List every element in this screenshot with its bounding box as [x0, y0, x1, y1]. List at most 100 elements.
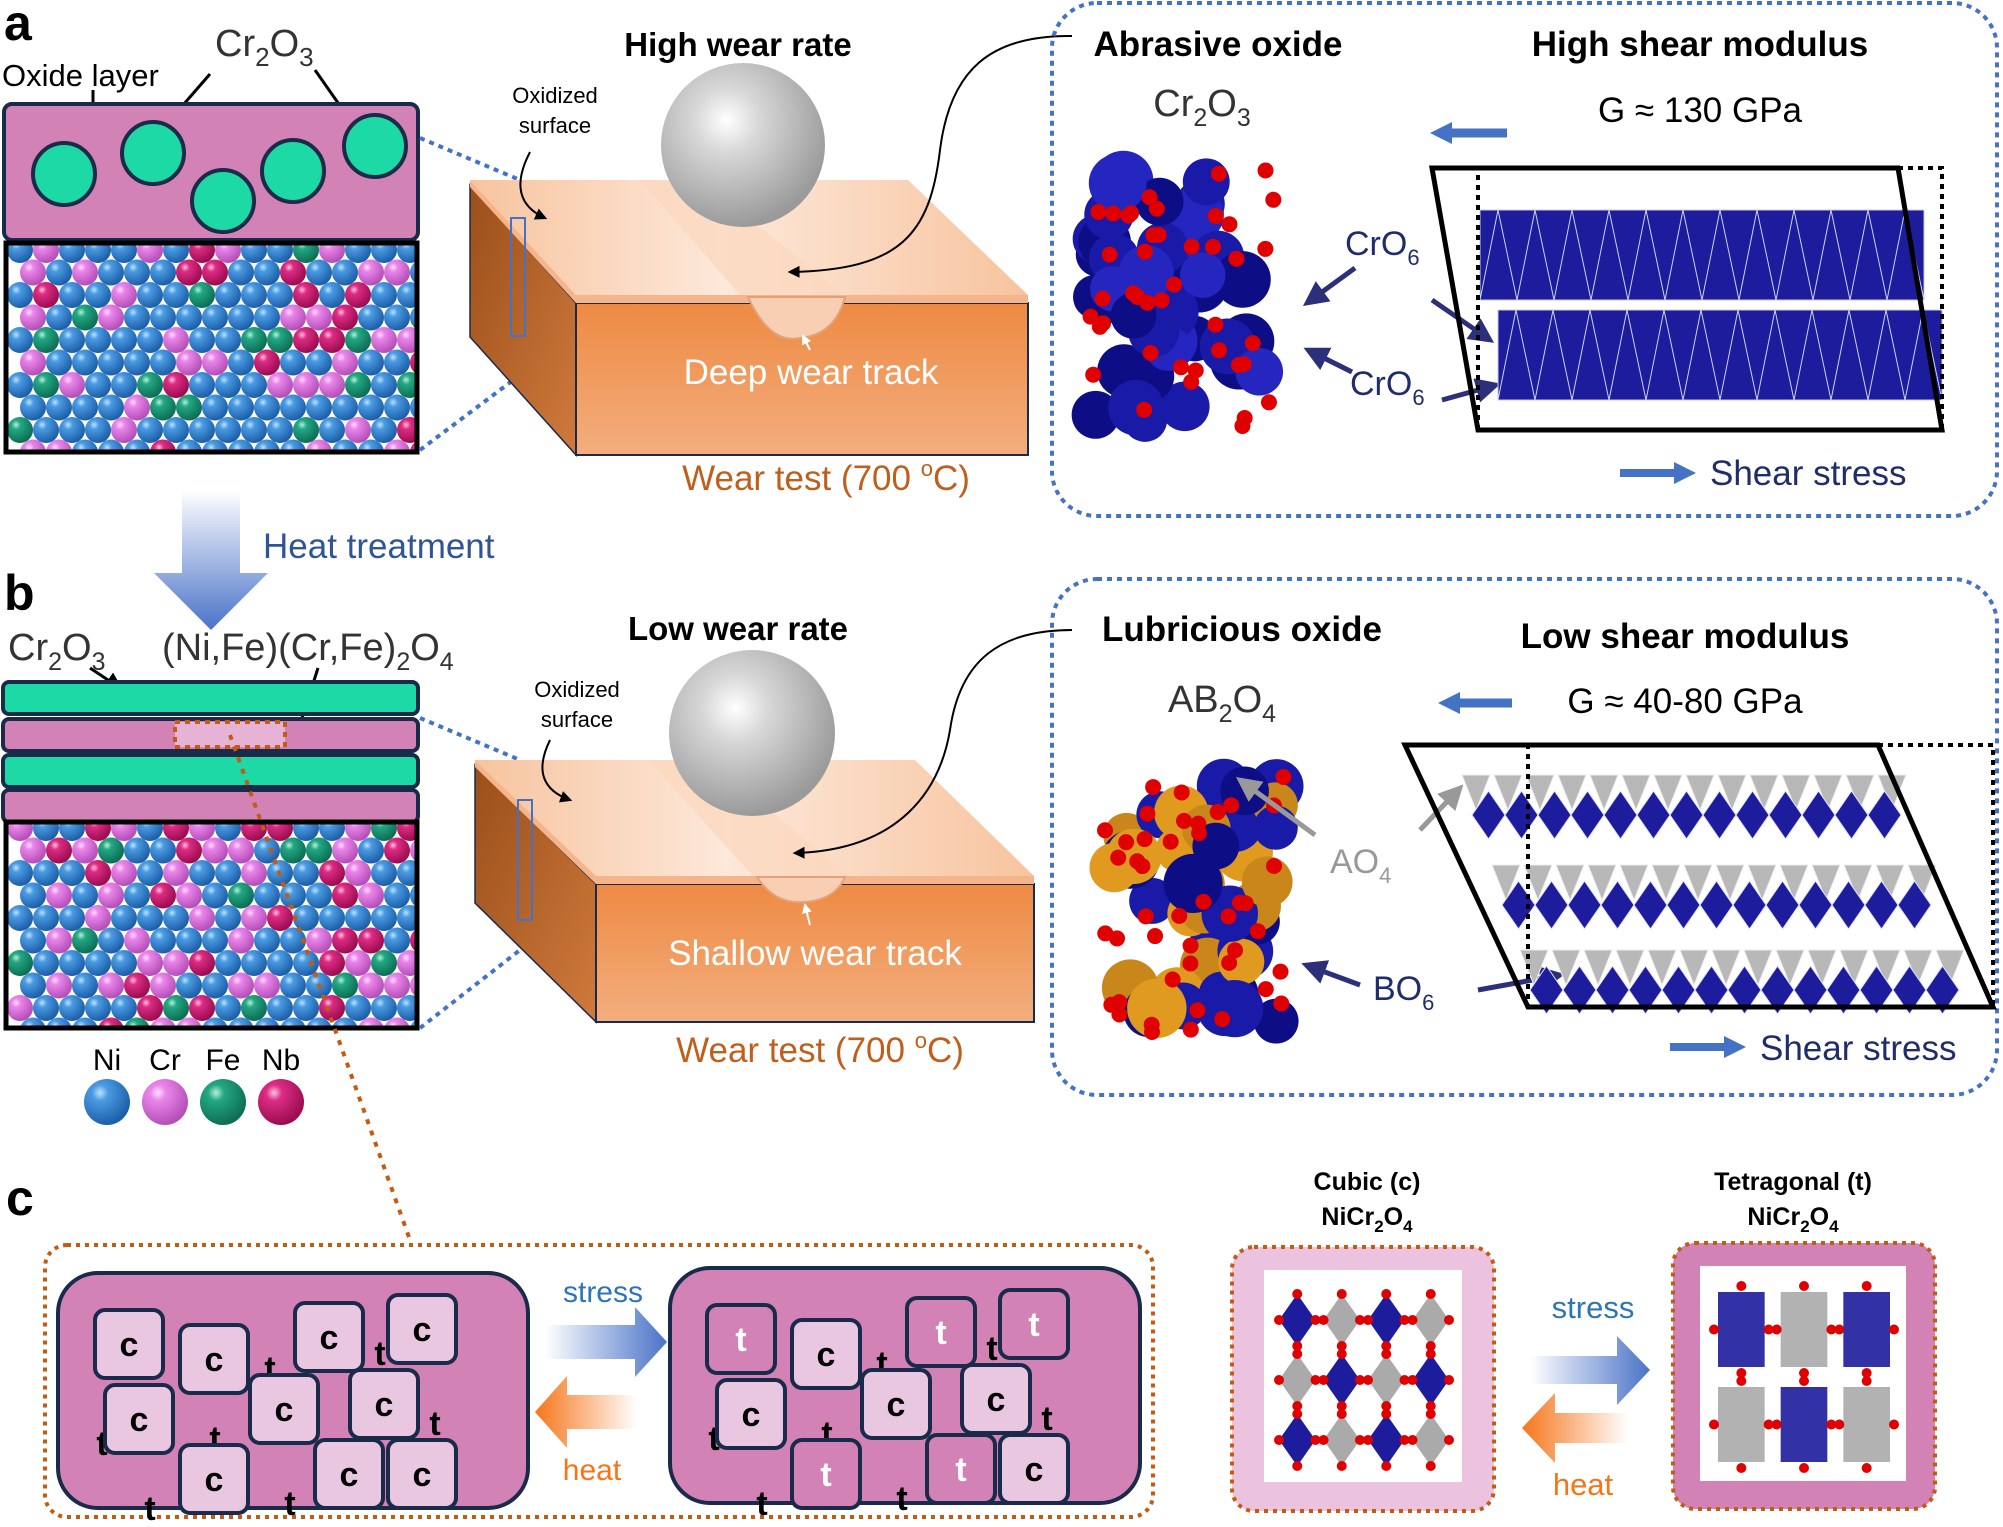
- cr-atom: [384, 439, 410, 450]
- grain-phase-label: t: [820, 1456, 831, 1494]
- octahedron-edge: [1608, 309, 1647, 401]
- oxygen-sphere: [1137, 908, 1154, 925]
- oxygen-atom: [1318, 1315, 1329, 1325]
- oxygen-atom: [1425, 1341, 1436, 1351]
- ni-atom: [85, 372, 111, 398]
- heat-treatment-label: Heat treatment: [263, 527, 495, 566]
- oxygen-atom: [1736, 1281, 1747, 1291]
- legend-label-fe: Fe: [205, 1044, 240, 1077]
- ni-atom: [267, 282, 293, 308]
- cubic-grain: [178, 1323, 250, 1395]
- matrix-phase-label: t: [374, 1335, 385, 1373]
- callout-curve-b: [792, 629, 1073, 859]
- oxygen-atom: [1425, 1461, 1436, 1471]
- fe-atom: [137, 372, 163, 398]
- ni-atom: [176, 927, 202, 954]
- oxygen-sphere: [1111, 994, 1128, 1011]
- cubic-grain: [790, 1318, 862, 1390]
- ni-atom: [111, 372, 137, 398]
- ni-atom: [163, 905, 189, 931]
- oxygen-atom: [1274, 1375, 1284, 1385]
- cr2o3-particle: [260, 138, 326, 204]
- ni-atom: [319, 282, 345, 308]
- oxygen-sphere: [1145, 227, 1162, 244]
- cr-atom: [241, 860, 267, 886]
- octahedron: [1897, 880, 1932, 930]
- ni-atom: [397, 995, 416, 1021]
- cro6-label-2: CrO6: [1350, 365, 1425, 410]
- ni-atom: [189, 417, 215, 443]
- oxygen-atom: [1771, 1324, 1782, 1335]
- oxygen-atom: [1381, 1461, 1392, 1471]
- ao4-tetrahedron: [1525, 774, 1555, 812]
- ni-atom: [176, 439, 202, 450]
- legend-swatch-fe: [200, 1079, 246, 1125]
- oxygen-sphere: [1257, 981, 1274, 998]
- cr-atom: [98, 304, 124, 331]
- ni-atom: [8, 244, 33, 263]
- oxygen-atom: [1274, 1435, 1284, 1445]
- oxygen-atom: [1381, 1349, 1392, 1359]
- nb-atom: [176, 259, 202, 286]
- oxygen-sphere: [1257, 162, 1274, 179]
- octahedron: [1843, 1292, 1890, 1367]
- ni-atom: [410, 306, 416, 329]
- reference-cell-outline-b: [1526, 743, 1995, 1009]
- ni-atom: [306, 394, 332, 421]
- nb-atom: [189, 950, 215, 976]
- ni-atom: [332, 394, 358, 421]
- cr-atom: [228, 837, 254, 864]
- ni-atom: [59, 995, 85, 1021]
- octahedron: [1412, 1354, 1449, 1406]
- ni-atom: [8, 860, 33, 886]
- cr-atom: [8, 995, 33, 1021]
- ni-atom: [137, 905, 163, 931]
- cation-sphere: [1163, 853, 1223, 913]
- oxygen-atom: [1834, 1419, 1845, 1430]
- nb-atom: [254, 349, 280, 376]
- oxygen-atom: [1407, 1375, 1418, 1385]
- ni-atom: [345, 244, 371, 263]
- oxygen-atom: [1407, 1435, 1418, 1445]
- ao4-tetrahedron: [1843, 864, 1873, 902]
- ni-atom: [20, 394, 46, 421]
- cr-atom: [228, 972, 254, 999]
- ni-atom: [319, 822, 345, 841]
- heat-arrow-c: [535, 1376, 637, 1448]
- octahedron-edge: [1516, 209, 1555, 301]
- cr2o3-particle: [120, 120, 186, 186]
- cubic-grain: [386, 1438, 458, 1510]
- shear-modulus-value-a: G ≈ 130 GPa: [1598, 91, 1803, 130]
- cr-atom: [72, 259, 98, 286]
- oxygen-atom: [1310, 1375, 1321, 1385]
- nb-atom: [397, 822, 416, 841]
- ni-atom: [33, 417, 59, 443]
- ni-atom: [397, 860, 416, 886]
- cr-atom: [20, 304, 46, 331]
- fe-atom: [228, 882, 254, 909]
- ni-atom: [254, 882, 280, 909]
- ni-atom: [59, 282, 85, 308]
- matrix-phase-label: t: [144, 1490, 155, 1522]
- octahedron: [1323, 1354, 1360, 1406]
- nb-atom: [410, 351, 416, 374]
- ni-atom: [163, 417, 189, 443]
- matrix-phase-label: t: [708, 1420, 719, 1458]
- grain-phase-label: c: [120, 1326, 139, 1364]
- ao4-tetrahedron: [1747, 864, 1777, 902]
- ao4-tetrahedron: [1717, 774, 1747, 812]
- fe-atom: [267, 327, 293, 353]
- matrix-phase-label: t: [876, 1345, 887, 1383]
- ni-atom: [46, 349, 72, 376]
- ni-atom: [59, 822, 85, 841]
- ni-atom: [85, 995, 111, 1021]
- cr-atom: [20, 259, 46, 286]
- grain-phase-label: c: [275, 1391, 294, 1429]
- cr-atom: [163, 950, 189, 976]
- wear-rate-title-b: Low wear rate: [628, 610, 848, 647]
- ni-atom: [98, 259, 124, 286]
- grain-phase-label: c: [413, 1456, 432, 1494]
